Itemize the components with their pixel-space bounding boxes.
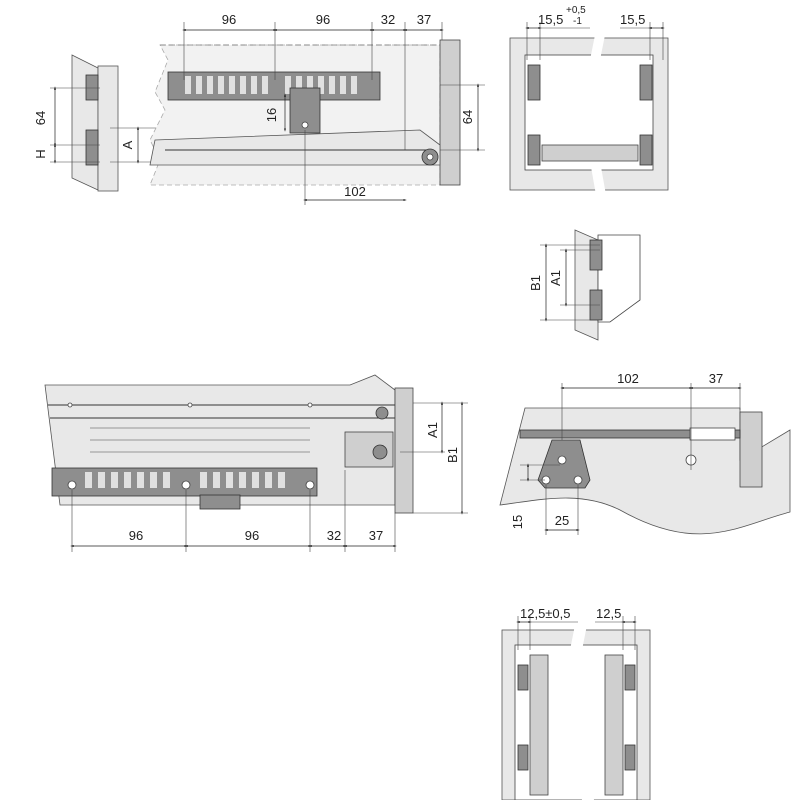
dim-37: 37 — [417, 12, 431, 27]
dim-12-5-tol: 12,5±0,5 — [520, 606, 571, 621]
dim-tol-plus: +0,5 — [566, 5, 586, 16]
rear-bracket-detail: 102 37 15 25 — [499, 371, 791, 535]
dim-16: 16 — [264, 108, 279, 122]
dim-15-5-tol: 15,5 — [538, 12, 563, 27]
side-view-front-bracket: 64 H A — [33, 54, 160, 192]
dim-a1-mid: A1 — [425, 422, 440, 438]
dim-96a-mid: 96 — [129, 528, 143, 543]
dim-a1-detail: A1 — [548, 270, 563, 286]
dim-64-left: 64 — [33, 111, 48, 125]
dim-102: 102 — [344, 184, 366, 199]
dim-102-right: 102 — [617, 371, 639, 386]
cross-section-bottom: 12,5±0,5 12,5 — [501, 600, 651, 800]
dim-b1-detail: B1 — [528, 275, 543, 291]
dim-32: 32 — [381, 12, 395, 27]
side-detail-b1-a1: B1 A1 — [528, 229, 641, 341]
dim-h: H — [33, 149, 48, 158]
dim-15-5: 15,5 — [620, 12, 645, 27]
dim-96b-mid: 96 — [245, 528, 259, 543]
dim-tol-minus: -1 — [573, 16, 582, 27]
dim-96a: 96 — [222, 12, 236, 27]
dim-37-mid: 37 — [369, 528, 383, 543]
top-slide-view: 96 96 32 37 16 64 102 — [149, 12, 485, 205]
dim-15-right: 15 — [510, 515, 525, 529]
dim-37-right: 37 — [709, 371, 723, 386]
mid-slide-view: A1 B1 96 96 32 37 — [44, 374, 468, 552]
dim-25-right: 25 — [555, 513, 569, 528]
dim-96b: 96 — [316, 12, 330, 27]
dim-64-right: 64 — [460, 110, 475, 124]
dim-a: A — [120, 140, 135, 149]
cross-section-top: 15,5 +0,5 -1 15,5 — [509, 5, 669, 195]
dim-b1-mid: B1 — [445, 447, 460, 463]
dim-32-mid: 32 — [327, 528, 341, 543]
dim-12-5: 12,5 — [596, 606, 621, 621]
